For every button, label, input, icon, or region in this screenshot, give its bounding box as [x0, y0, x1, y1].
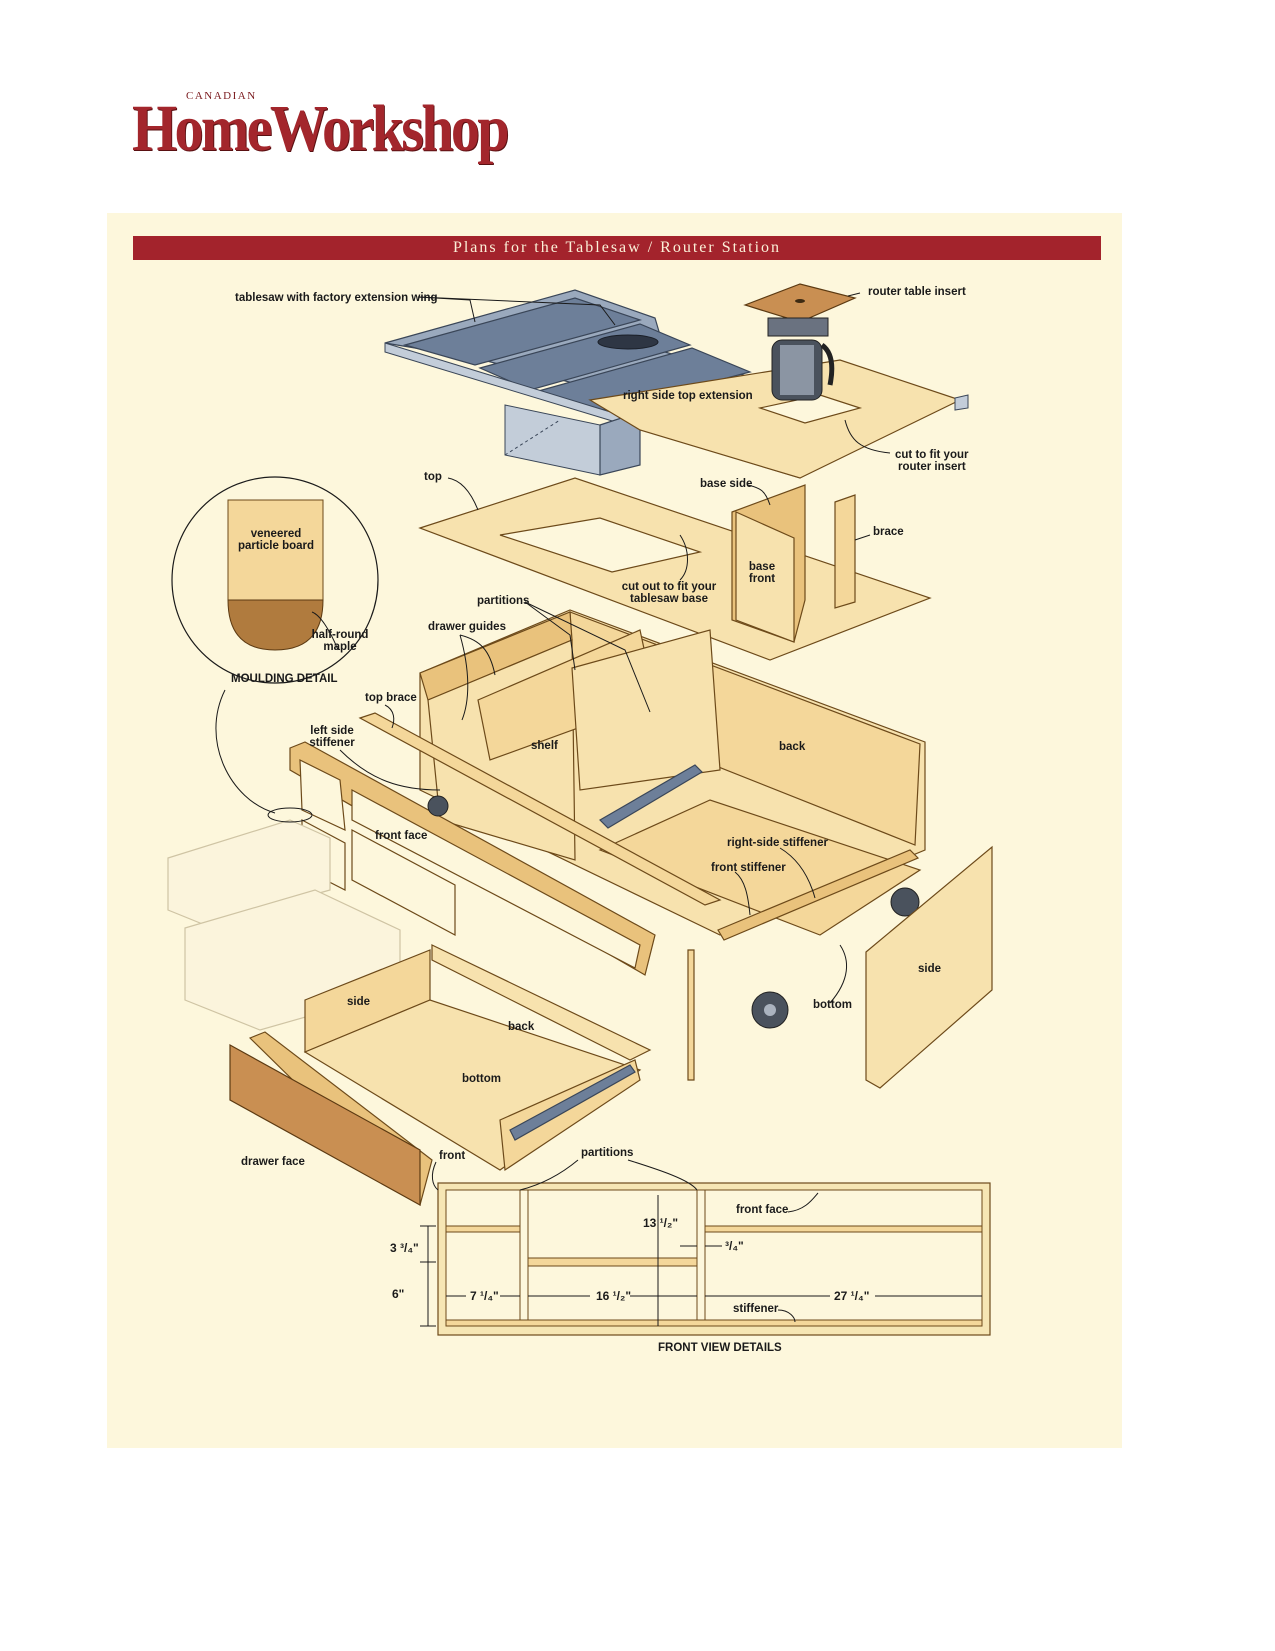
label-right-side-top-ext: right side top extension [623, 390, 753, 402]
dim-13-5: 13 ¹/₂" [643, 1216, 678, 1230]
drawer-exploded [229, 944, 695, 1207]
label-partitions: partitions [477, 595, 529, 607]
label-drawer-face: drawer face [241, 1156, 305, 1168]
top-brace-piece [358, 712, 722, 906]
leader-lines [311, 292, 891, 1323]
brace-piece [834, 494, 856, 609]
label-base-side: base side [700, 478, 752, 490]
dim-27-1-4: 27 ¹/₄" [834, 1289, 869, 1303]
label-side-right: side [918, 963, 941, 975]
label-left-side-1: left side [310, 725, 353, 737]
label-front-view-details: FRONT VIEW DETAILS [658, 1342, 782, 1354]
caster-wheels [427, 795, 920, 1029]
label-top: top [424, 471, 442, 483]
label-fv-front-face: front face [736, 1204, 788, 1216]
label-brace: brace [873, 526, 904, 538]
plans-banner: Plans for the Tablesaw / Router Station [133, 236, 1101, 260]
label-veneered-2: particle board [238, 540, 314, 552]
dim-3-4-small: ³/₄" [725, 1239, 744, 1253]
label-back: back [779, 741, 806, 753]
label-drawer-back: back [508, 1021, 535, 1033]
label-bottom: bottom [813, 999, 852, 1011]
label-router-insert: router table insert [868, 286, 966, 298]
label-cut-out-saw-1: cut out to fit your [622, 581, 717, 593]
logo-canadian: CANADIAN [186, 90, 257, 102]
dim-16-1-2: 16 ¹/₂" [596, 1289, 631, 1303]
label-drawer-side: side [347, 996, 370, 1008]
label-base-front-2: front [749, 573, 775, 585]
label-moulding-detail: MOULDING DETAIL [231, 673, 337, 685]
label-fv-stiffener: stiffener [733, 1303, 779, 1315]
label-shelf: shelf [531, 740, 558, 752]
label-cut-fit-router-2: router insert [898, 461, 966, 473]
front-view-details [420, 1182, 991, 1336]
cabinet-body [419, 609, 926, 941]
label-half-round-1: half-round [312, 629, 369, 641]
moulding-detail [171, 476, 379, 823]
label-tablesaw: tablesaw with factory extension wing [235, 292, 438, 304]
label-right-side-stiffener: right-side stiffener [727, 837, 828, 849]
logo: CANADIAN HomeWorkshop [132, 90, 510, 170]
label-veneered-1: veneered [251, 528, 302, 540]
label-drawer-front: front [439, 1150, 465, 1162]
label-drawer-bottom: bottom [462, 1073, 501, 1085]
base-front [735, 511, 795, 643]
router-illustration [743, 283, 857, 401]
label-half-round-2: maple [323, 641, 356, 653]
top-panel [418, 477, 932, 661]
dim-6: 6" [392, 1287, 404, 1301]
logo-homeworkshop: HomeWorkshop [132, 92, 510, 165]
right-side-panel [865, 845, 993, 1089]
label-left-side-2: stiffener [309, 737, 355, 749]
label-cut-out-saw-2: tablesaw base [630, 593, 708, 605]
label-base-front-1: base [749, 561, 775, 573]
label-front-face: front face [375, 830, 427, 842]
label-drawer-guides: drawer guides [428, 621, 506, 633]
label-cut-fit-router-1: cut to fit your [895, 449, 969, 461]
label-fv-partitions: partitions [581, 1147, 633, 1159]
dim-7-1-4: 7 ¹/₄" [470, 1289, 499, 1303]
dim-3-3-4: 3 ³/₄" [390, 1241, 419, 1255]
label-top-brace: top brace [365, 692, 417, 704]
label-front-stiffener: front stiffener [711, 862, 786, 874]
